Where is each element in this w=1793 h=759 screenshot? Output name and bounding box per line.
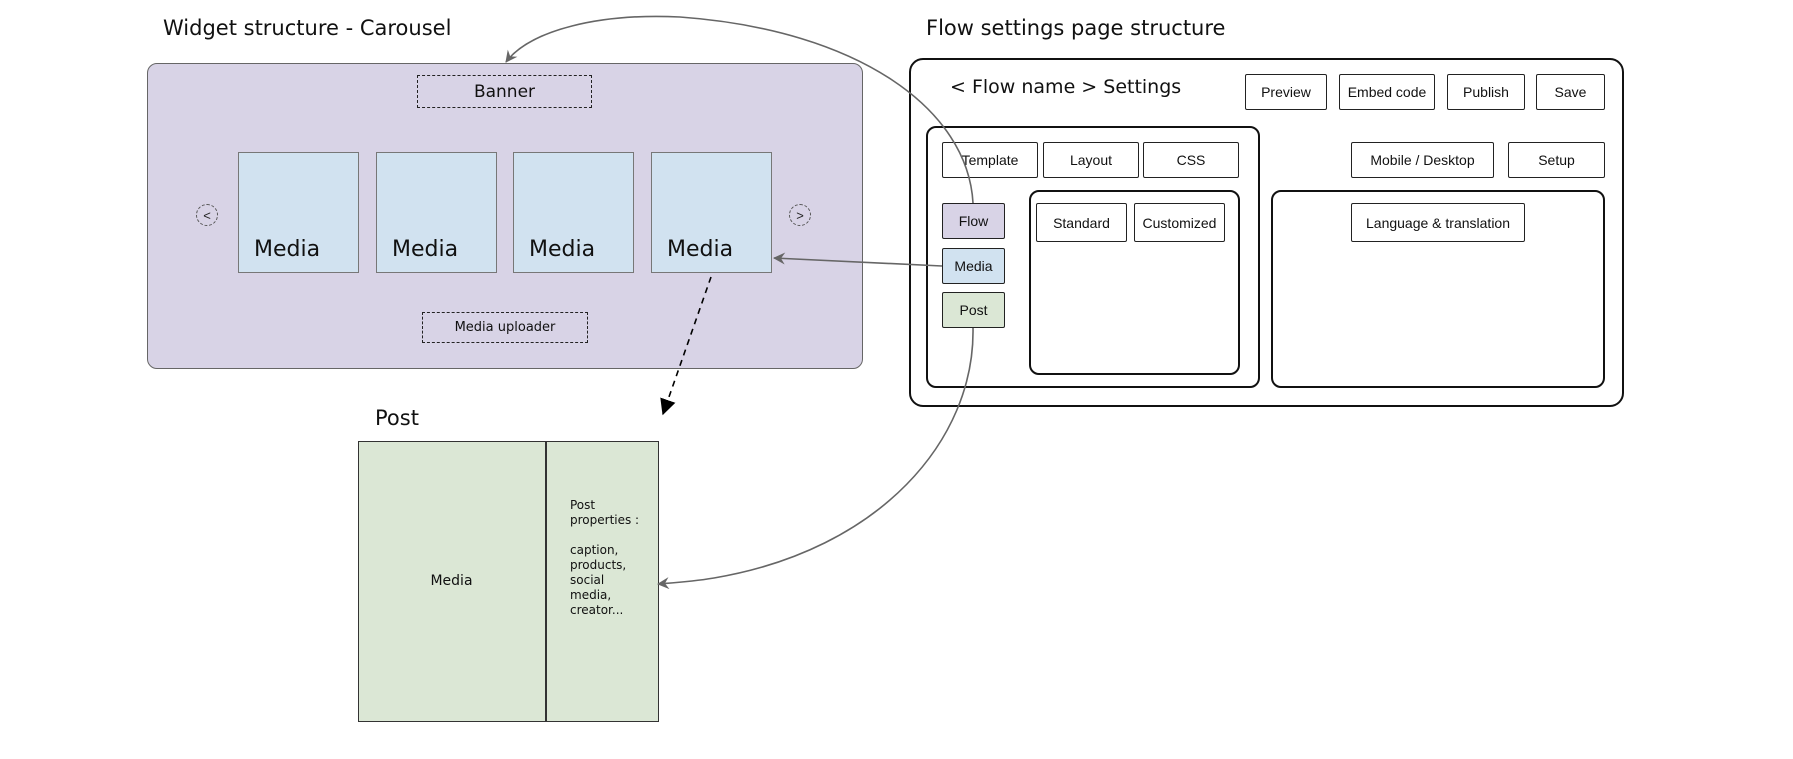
media-card: Media (376, 152, 497, 273)
chevron-left-icon: < (203, 207, 211, 223)
post-container (358, 441, 659, 722)
customized-option[interactable]: Customized (1134, 203, 1225, 242)
side-item-post[interactable]: Post (942, 292, 1005, 328)
left-settings-panel (926, 126, 1260, 388)
media-card: Media (513, 152, 634, 273)
tab-template[interactable]: Template (942, 142, 1038, 178)
media-card: Media (238, 152, 359, 273)
template-options-panel (1029, 190, 1240, 375)
save-button[interactable]: Save (1536, 74, 1605, 110)
publish-button[interactable]: Publish (1447, 74, 1525, 110)
media-card: Media (651, 152, 772, 273)
tab-layout[interactable]: Layout (1043, 142, 1139, 178)
mobile-desktop-toggle[interactable]: Mobile / Desktop (1351, 142, 1494, 178)
side-item-flow[interactable]: Flow (942, 203, 1005, 239)
settings-page-frame (909, 58, 1624, 407)
setup-button[interactable]: Setup (1508, 142, 1605, 178)
post-divider (545, 441, 547, 722)
tab-css[interactable]: CSS (1143, 142, 1239, 178)
widget-section-title: Widget structure - Carousel (163, 16, 452, 40)
side-item-media[interactable]: Media (942, 248, 1005, 284)
media-card-label: Media (254, 237, 321, 262)
preview-button[interactable]: Preview (1245, 74, 1327, 110)
banner-label: Banner (473, 81, 536, 102)
post-properties-text: Post properties : caption, products, soc… (570, 498, 640, 617)
embed-code-button[interactable]: Embed code (1339, 74, 1435, 110)
settings-section-title: Flow settings page structure (926, 16, 1226, 40)
media-uploader-label: Media uploader (454, 320, 556, 335)
right-settings-panel (1271, 190, 1605, 388)
post-media-label: Media (430, 573, 473, 589)
banner: Banner (417, 75, 592, 108)
post-section-title: Post (375, 406, 419, 430)
carousel-next-button[interactable]: > (789, 204, 811, 226)
media-card-label: Media (529, 237, 596, 262)
settings-page-title: < Flow name > Settings (950, 76, 1182, 98)
standard-option[interactable]: Standard (1036, 203, 1127, 242)
media-card-label: Media (667, 237, 734, 262)
language-translation-button[interactable]: Language & translation (1351, 203, 1525, 242)
chevron-right-icon: > (796, 207, 804, 223)
media-card-label: Media (392, 237, 459, 262)
media-uploader: Media uploader (422, 312, 588, 343)
carousel-prev-button[interactable]: < (196, 204, 218, 226)
